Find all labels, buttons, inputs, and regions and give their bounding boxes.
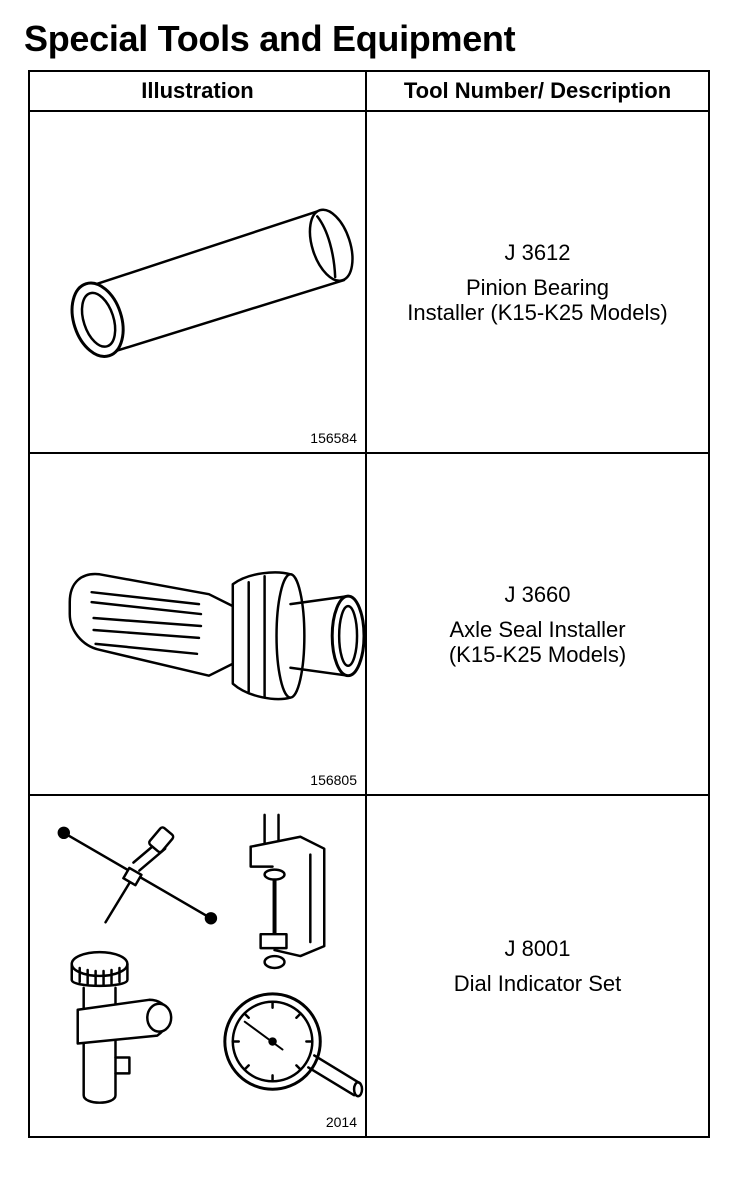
description-cell: J 3612 Pinion Bearing Installer (K15-K25… — [365, 110, 710, 454]
description-cell: J 8001 Dial Indicator Set — [365, 794, 710, 1138]
header-description: Tool Number/ Description — [365, 70, 710, 112]
figure-number: 156584 — [310, 430, 357, 446]
table-row: 156805 J 3660 Axle Seal Installer (K15-K… — [28, 452, 710, 796]
tool-description-line: (K15-K25 Models) — [448, 641, 627, 667]
tool-description-line: Axle Seal Installer — [449, 616, 626, 642]
dial-indicator-set-icon — [57, 813, 364, 1104]
tool-description-line: Installer (K15-K25 Models) — [407, 299, 668, 325]
tool-number: J 3660 — [504, 581, 571, 607]
tool-description-line: Pinion Bearing — [465, 274, 610, 300]
tool-number: J 8001 — [504, 936, 571, 961]
page-title: Special Tools and Equipment — [24, 18, 516, 59]
figure-number: 156805 — [310, 772, 357, 788]
sleeve-installer-icon — [70, 208, 354, 358]
header-illustration: Illustration — [28, 70, 367, 112]
table-row: 156584 J 3612 Pinion Bearing Installer (… — [28, 110, 710, 454]
tool-number: J 3612 — [504, 239, 571, 265]
special-tools-table: Illustration Tool Number/ Description 15… — [28, 70, 710, 1138]
illustration-cell: 156805 — [28, 452, 367, 796]
table-header-row: Illustration Tool Number/ Description — [28, 70, 710, 112]
description-cell: J 3660 Axle Seal Installer (K15-K25 Mode… — [365, 452, 710, 796]
figure-number: 2014 — [325, 1114, 357, 1130]
illustration-cell: 2014 — [28, 794, 367, 1138]
seal-installer-icon — [68, 571, 365, 701]
illustration-cell: 156584 — [28, 110, 367, 454]
table-row: 2014 J 8001 Dial Indicator Set — [28, 794, 710, 1138]
tool-description-line: Dial Indicator Set — [453, 971, 622, 996]
